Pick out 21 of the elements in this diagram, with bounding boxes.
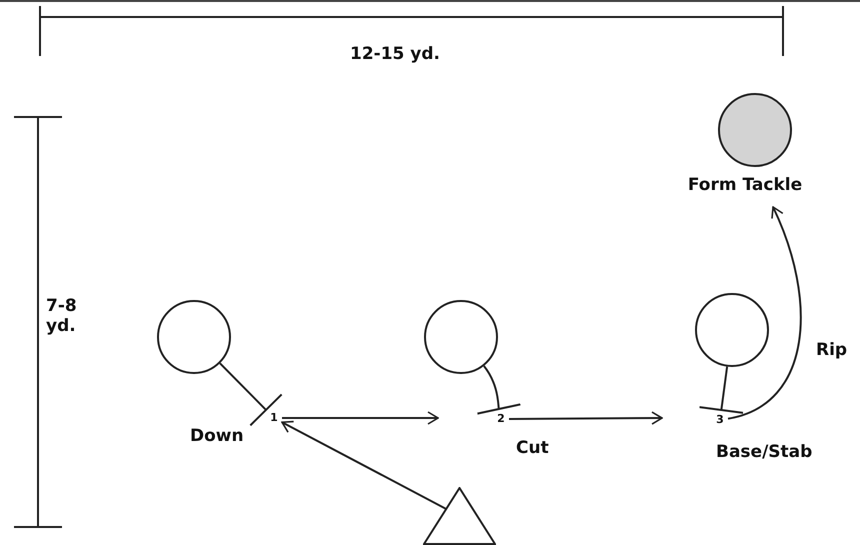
player-circle [695, 293, 769, 367]
arrow [281, 420, 447, 510]
player-circle [157, 300, 231, 374]
block-label: Base/Stab [716, 442, 812, 462]
block-label: Down [190, 426, 244, 446]
edge-label: Rip [816, 340, 848, 360]
step-number: 3 [714, 412, 726, 428]
node-label: Form Tackle [686, 175, 804, 195]
step-number: 1 [268, 410, 280, 426]
arrow [509, 411, 663, 425]
block-line [219, 362, 283, 426]
dimension-label: 12-15 yd. [350, 44, 440, 64]
step-number: 2 [495, 411, 507, 427]
block-line [476, 365, 522, 414]
triangle-marker [423, 487, 496, 545]
arrow [728, 206, 802, 420]
dimension-label: 7-8 yd. [46, 296, 78, 336]
block-label: Cut [516, 438, 549, 458]
player-circle [424, 300, 498, 374]
arrow [282, 411, 439, 425]
block-line [698, 366, 744, 414]
